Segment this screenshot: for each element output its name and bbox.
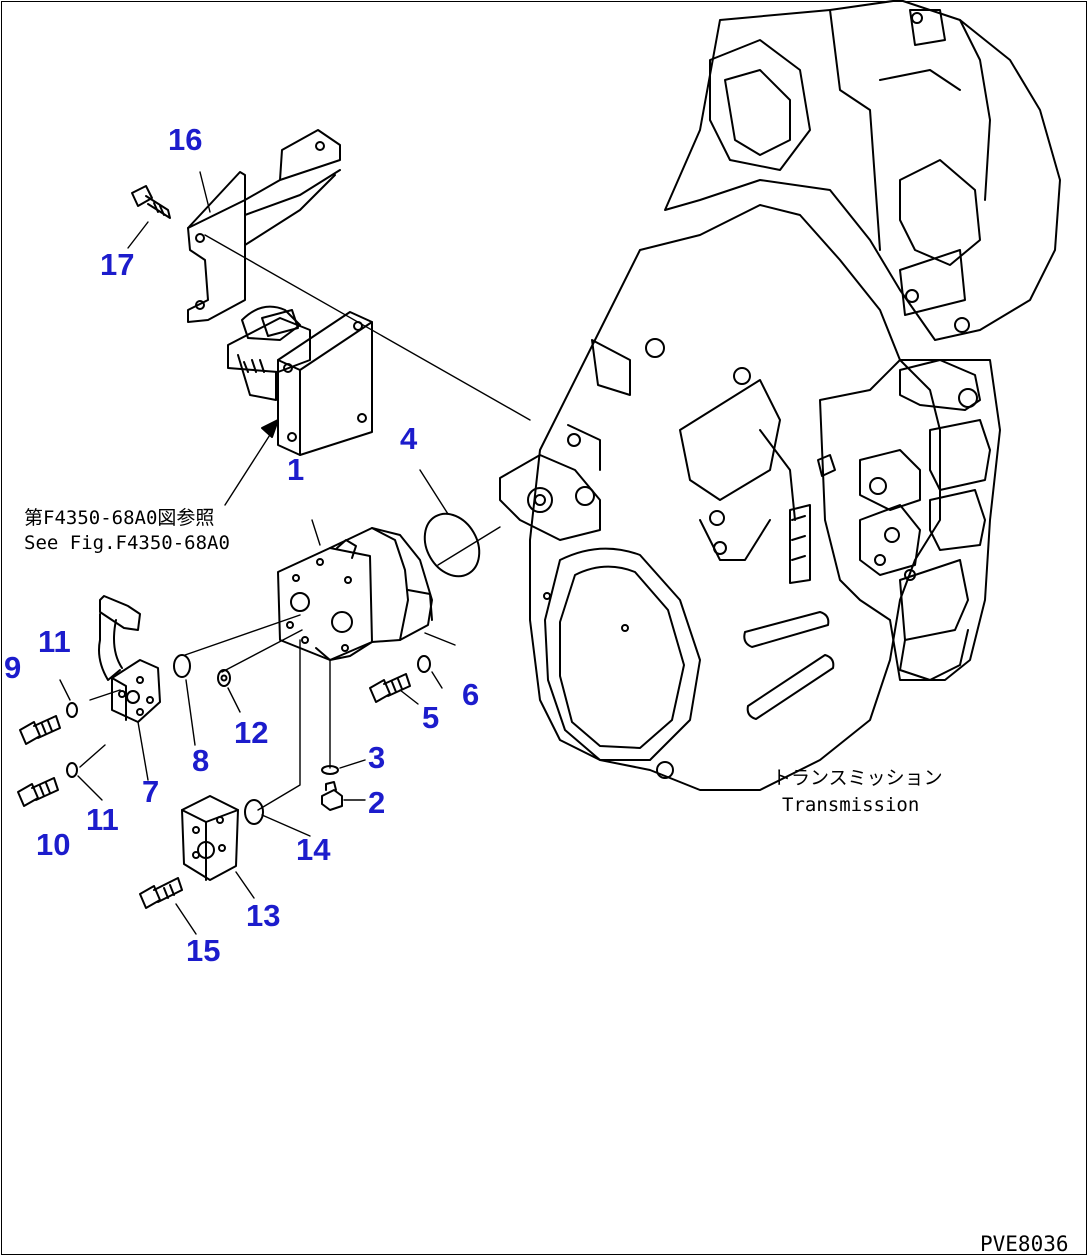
callout-leaders bbox=[59, 171, 449, 935]
bolt-part-10 bbox=[17, 777, 59, 807]
transmission-label-jp: トランスミッション bbox=[772, 767, 943, 789]
callout-8: 8 bbox=[192, 743, 210, 778]
drive-adapter bbox=[224, 305, 373, 506]
transmission-housing bbox=[499, 0, 1061, 791]
assembly-leader-lines bbox=[79, 234, 531, 811]
callout-7: 7 bbox=[142, 774, 160, 809]
callout-5: 5 bbox=[422, 700, 440, 735]
callout-2: 2 bbox=[368, 785, 386, 820]
washer-part-6 bbox=[417, 655, 431, 673]
callout-6: 6 bbox=[462, 677, 480, 712]
callout-9: 9 bbox=[4, 650, 22, 685]
callout-11-upper: 11 bbox=[38, 624, 71, 659]
pump-part-1 bbox=[277, 519, 433, 661]
bolt-part-17 bbox=[131, 185, 171, 219]
flange-part-13 bbox=[181, 795, 239, 881]
callout-10: 10 bbox=[36, 827, 71, 862]
callout-4: 4 bbox=[400, 421, 418, 456]
elbow-part-7 bbox=[98, 595, 161, 723]
callout-1: 1 bbox=[287, 452, 305, 487]
reference-note-jp: 第F4350-68A0図参照 bbox=[24, 507, 215, 529]
bolt-part-9 bbox=[19, 715, 61, 745]
o-ring-part-3 bbox=[321, 765, 339, 775]
callout-17: 17 bbox=[100, 247, 135, 282]
bracket-part-16 bbox=[187, 129, 341, 323]
callout-12: 12 bbox=[234, 715, 269, 750]
callout-13: 13 bbox=[246, 898, 281, 933]
o-ring-part-8 bbox=[173, 654, 191, 678]
washer-part-11-upper bbox=[66, 702, 78, 718]
callout-16: 16 bbox=[168, 122, 203, 157]
transmission-label-en: Transmission bbox=[782, 794, 920, 816]
bolt-part-5 bbox=[369, 673, 411, 703]
o-ring-part-14 bbox=[244, 799, 264, 825]
callout-3: 3 bbox=[368, 740, 386, 775]
washer-part-12 bbox=[217, 669, 231, 687]
callout-14: 14 bbox=[296, 832, 331, 867]
callout-11-lower: 11 bbox=[86, 802, 119, 837]
document-id: PVE8036 bbox=[980, 1232, 1069, 1256]
o-ring-part-4 bbox=[423, 512, 481, 578]
plug-part-2 bbox=[321, 781, 343, 811]
bolt-part-15 bbox=[139, 877, 183, 909]
reference-note-en: See Fig.F4350-68A0 bbox=[24, 532, 230, 554]
washer-part-11-lower bbox=[66, 762, 78, 778]
callout-15: 15 bbox=[186, 933, 221, 968]
